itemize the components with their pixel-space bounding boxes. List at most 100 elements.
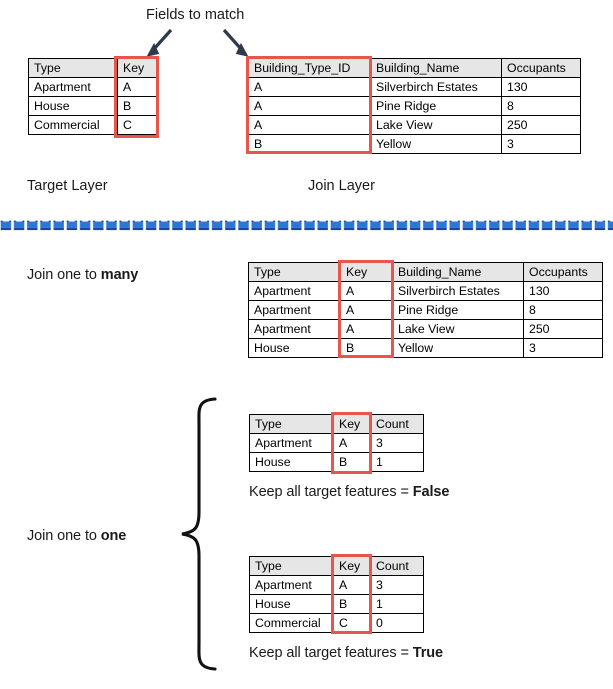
table-header-row: Type Key Count (249, 556, 424, 576)
column-header-key: Key (333, 556, 371, 576)
table-row: Apartment A Pine Ridge 8 (248, 300, 603, 320)
one-to-many-table-wrap: Type Key Building_Name Occupants Apartme… (248, 262, 603, 358)
cell-key: A (117, 77, 158, 97)
cell-occupants: 3 (501, 134, 581, 154)
column-header-building-name: Building_Name (370, 58, 502, 78)
cell-count: 1 (370, 594, 424, 614)
cell-occupants: 8 (523, 300, 603, 320)
column-header-key: Key (340, 262, 393, 282)
cell-key: A (340, 300, 393, 320)
table-header-row: Type Key (28, 58, 158, 78)
cell-type: House (249, 452, 334, 472)
cell-key: C (333, 613, 371, 633)
one-to-one-false-table-wrap: Type Key Count Apartment A 3 House B 1 (249, 414, 424, 472)
table-row: House B (28, 96, 158, 116)
join-one-to-one-emphasis: one (100, 528, 127, 544)
column-header-type: Type (249, 556, 334, 576)
column-header-occupants: Occupants (523, 262, 603, 282)
table-row: Apartment A 3 (249, 575, 424, 595)
column-header-count: Count (370, 414, 424, 434)
join-one-to-many-prefix: Join one to (27, 267, 101, 283)
table-row: Apartment A (28, 77, 158, 97)
column-header-key: Key (117, 58, 158, 78)
cell-building-name: Silverbirch Estates (370, 77, 502, 97)
table-row: Apartment A Lake View 250 (248, 319, 603, 339)
table-header-row: Type Key Building_Name Occupants (248, 262, 603, 282)
cell-building-name: Pine Ridge (370, 96, 502, 116)
cell-occupants: 130 (501, 77, 581, 97)
table-row: House B 1 (249, 452, 424, 472)
join-one-to-one-brace (181, 397, 217, 671)
keep-all-false-prefix: Keep all target features = (249, 484, 413, 500)
join-layer-table: Building_Type_ID Building_Name Occupants… (248, 58, 581, 154)
table-row: A Pine Ridge 8 (248, 96, 581, 116)
join-layer-caption: Join Layer (308, 178, 375, 194)
keep-all-false-label: Keep all target features = False (249, 484, 449, 500)
join-one-to-many-label: Join one to many (27, 267, 138, 283)
column-header-building-name: Building_Name (392, 262, 524, 282)
column-header-type: Type (28, 58, 118, 78)
cell-key: A (333, 575, 371, 595)
cell-building-name: Lake View (392, 319, 524, 339)
cell-building-type-id: A (248, 115, 371, 135)
keep-all-true-prefix: Keep all target features = (249, 645, 413, 661)
cell-type: House (28, 96, 118, 116)
table-row: Commercial C (28, 115, 158, 135)
cell-type: House (248, 338, 341, 358)
join-layer-table-wrap: Building_Type_ID Building_Name Occupants… (248, 58, 581, 154)
join-one-to-many-emphasis: many (100, 267, 139, 283)
one-to-one-true-table-wrap: Type Key Count Apartment A 3 House B 1 C… (249, 556, 424, 633)
cell-key: B (340, 338, 393, 358)
cell-building-name: Yellow (392, 338, 524, 358)
cell-building-type-id: B (248, 134, 371, 154)
target-layer-table: Type Key Apartment A House B Commercial … (28, 58, 158, 135)
cell-building-type-id: A (248, 77, 371, 97)
cell-building-name: Lake View (370, 115, 502, 135)
table-row: Apartment A Silverbirch Estates 130 (248, 281, 603, 301)
cell-building-type-id: A (248, 96, 371, 116)
table-header-row: Type Key Count (249, 414, 424, 434)
cell-key: A (340, 281, 393, 301)
section-divider (0, 219, 613, 231)
table-row: B Yellow 3 (248, 134, 581, 154)
cell-key: A (333, 433, 371, 453)
one-to-one-false-result-table: Type Key Count Apartment A 3 House B 1 (249, 414, 424, 472)
column-header-building-type-id: Building_Type_ID (248, 58, 371, 78)
cell-key: A (340, 319, 393, 339)
cell-type: Apartment (248, 300, 341, 320)
table-row: House B 1 (249, 594, 424, 614)
table-row: Commercial C 0 (249, 613, 424, 633)
cell-count: 3 (370, 433, 424, 453)
cell-type: Apartment (249, 575, 334, 595)
column-header-type: Type (248, 262, 341, 282)
cell-count: 3 (370, 575, 424, 595)
cell-key: C (117, 115, 158, 135)
cell-count: 0 (370, 613, 424, 633)
cell-type: Commercial (249, 613, 334, 633)
table-row: A Lake View 250 (248, 115, 581, 135)
cell-type: House (249, 594, 334, 614)
cell-occupants: 130 (523, 281, 603, 301)
target-layer-caption: Target Layer (27, 178, 108, 194)
join-one-to-one-label: Join one to one (27, 528, 126, 544)
cell-building-name: Silverbirch Estates (392, 281, 524, 301)
cell-building-name: Yellow (370, 134, 502, 154)
table-row: House B Yellow 3 (248, 338, 603, 358)
keep-all-true-value: True (412, 645, 443, 661)
one-to-many-result-table: Type Key Building_Name Occupants Apartme… (248, 262, 603, 358)
cell-building-name: Pine Ridge (392, 300, 524, 320)
cell-key: B (117, 96, 158, 116)
cell-count: 1 (370, 452, 424, 472)
keep-all-false-value: False (412, 484, 450, 500)
cell-occupants: 3 (523, 338, 603, 358)
table-row: A Silverbirch Estates 130 (248, 77, 581, 97)
arrow-to-join-key-icon (222, 28, 249, 57)
cell-type: Apartment (28, 77, 118, 97)
cell-type: Apartment (249, 433, 334, 453)
column-header-type: Type (249, 414, 334, 434)
arrow-to-target-key-icon (146, 28, 173, 57)
column-header-occupants: Occupants (501, 58, 581, 78)
cell-key: B (333, 452, 371, 472)
column-header-count: Count (370, 556, 424, 576)
keep-all-true-label: Keep all target features = True (249, 645, 443, 661)
